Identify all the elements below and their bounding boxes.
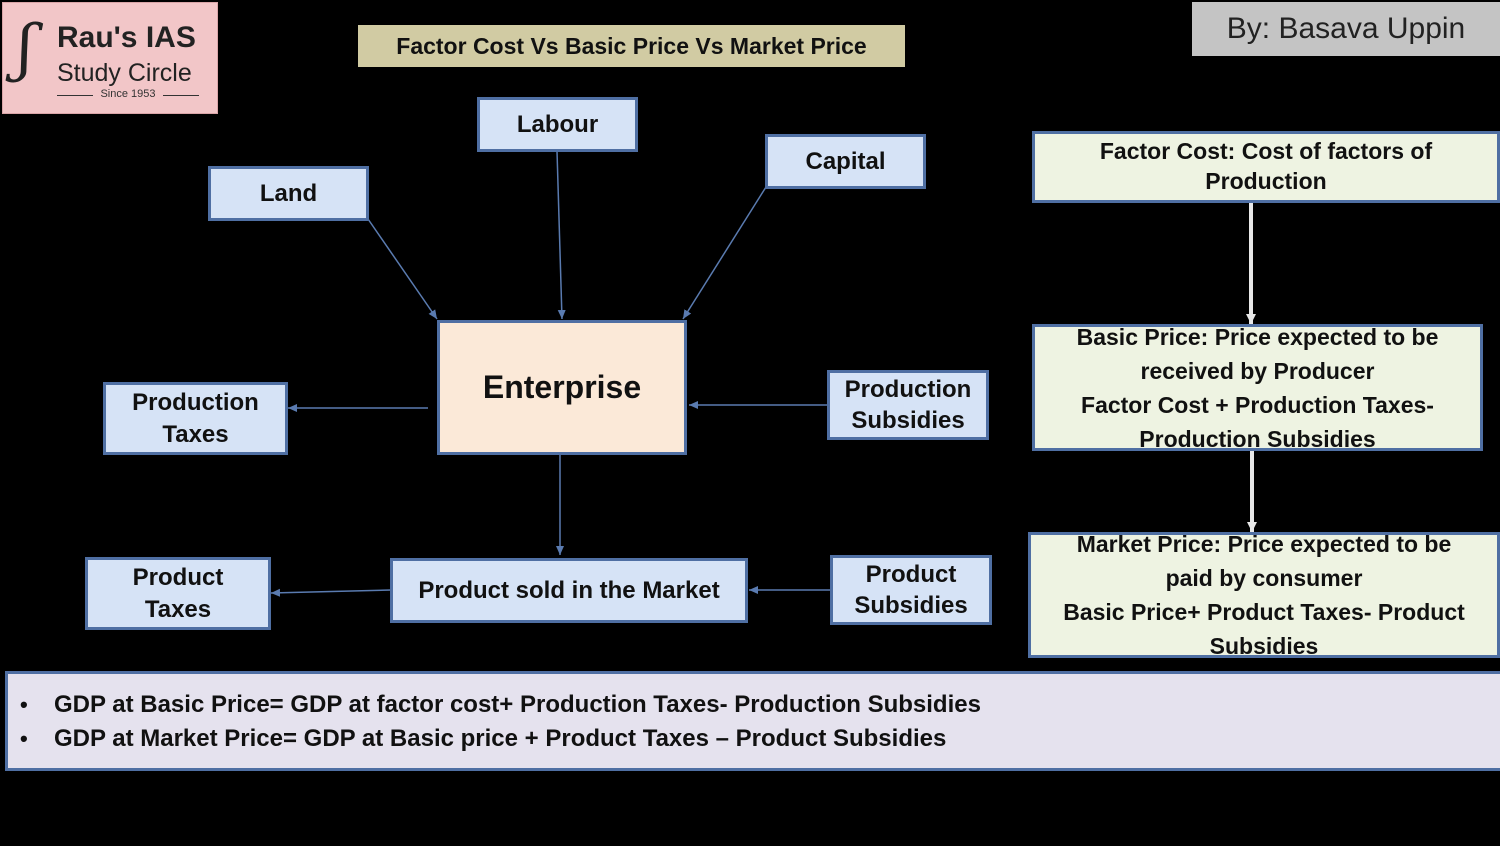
factor-land: Land xyxy=(208,166,369,221)
basic-price-box: Basic Price: Price expected to be receiv… xyxy=(1032,324,1483,452)
production-taxes-box: Production Taxes xyxy=(103,382,288,455)
logo-emblem-icon: ʃ xyxy=(17,11,34,84)
market-price-box: Market Price: Price expected to be paid … xyxy=(1028,531,1500,659)
arrow-land-to-enterprise xyxy=(367,218,438,320)
product-market-box: Product sold in the Market xyxy=(390,558,748,623)
product-subsidies-box: Product Subsidies xyxy=(830,555,992,625)
formula-panel: GDP at Basic Price= GDP at factor cost+ … xyxy=(5,671,1500,771)
basic-price-line4: Production Subsidies xyxy=(1139,425,1376,452)
production-subsidies-box: Production Subsidies xyxy=(827,370,989,440)
factor-cost-box: Factor Cost: Cost of factors of Producti… xyxy=(1032,131,1500,203)
market-price-line2: paid by consumer xyxy=(1165,565,1363,591)
production-taxes-line2: Taxes xyxy=(162,420,229,448)
arrow-market-to-product-taxes xyxy=(270,588,392,597)
production-subsidies-line2: Subsidies xyxy=(851,407,965,434)
enterprise-box: Enterprise xyxy=(437,320,687,455)
formula-basic-price: GDP at Basic Price= GDP at factor cost+ … xyxy=(20,688,1500,722)
product-subsidies-line1: Product xyxy=(865,560,957,588)
production-taxes-line1: Production xyxy=(132,389,259,417)
product-taxes-line1: Product xyxy=(132,564,224,592)
basic-price-line3: Factor Cost + Production Taxes- xyxy=(1081,391,1434,418)
rau-ias-logo: ʃ Rau's IAS Study Circle Since 1953 xyxy=(2,2,218,114)
formula-list: GDP at Basic Price= GDP at factor cost+ … xyxy=(20,688,1500,756)
factor-labour: Labour xyxy=(477,97,638,152)
factor-cost-line1: Factor Cost: Cost of factors of xyxy=(1099,138,1433,165)
author-label: By: Basava Uppin xyxy=(1192,2,1500,56)
arrow-capital-to-enterprise xyxy=(682,186,767,320)
logo-since: Since 1953 xyxy=(57,88,199,100)
market-price-line4: Subsidies xyxy=(1209,633,1319,659)
logo-name: Rau's IAS xyxy=(57,21,196,54)
logo-subtitle: Study Circle xyxy=(57,59,192,87)
arrow-labour-to-enterprise xyxy=(556,150,566,320)
factor-cost-line2: Production xyxy=(1205,168,1327,194)
basic-price-line2: received by Producer xyxy=(1140,357,1375,384)
market-price-line1: Market Price: Price expected to be xyxy=(1076,531,1452,557)
page-title: Factor Cost Vs Basic Price Vs Market Pri… xyxy=(358,25,905,67)
formula-market-price: GDP at Market Price= GDP at Basic price … xyxy=(20,722,1500,756)
product-subsidies-line2: Subsidies xyxy=(854,592,968,619)
product-taxes-line2: Taxes xyxy=(144,595,212,623)
product-taxes-box: Product Taxes xyxy=(85,557,271,630)
production-subsidies-line1: Production xyxy=(844,375,972,403)
factor-capital: Capital xyxy=(765,134,926,189)
basic-price-line1: Basic Price: Price expected to be xyxy=(1076,323,1439,350)
market-price-line3: Basic Price+ Product Taxes- Product xyxy=(1063,599,1465,625)
